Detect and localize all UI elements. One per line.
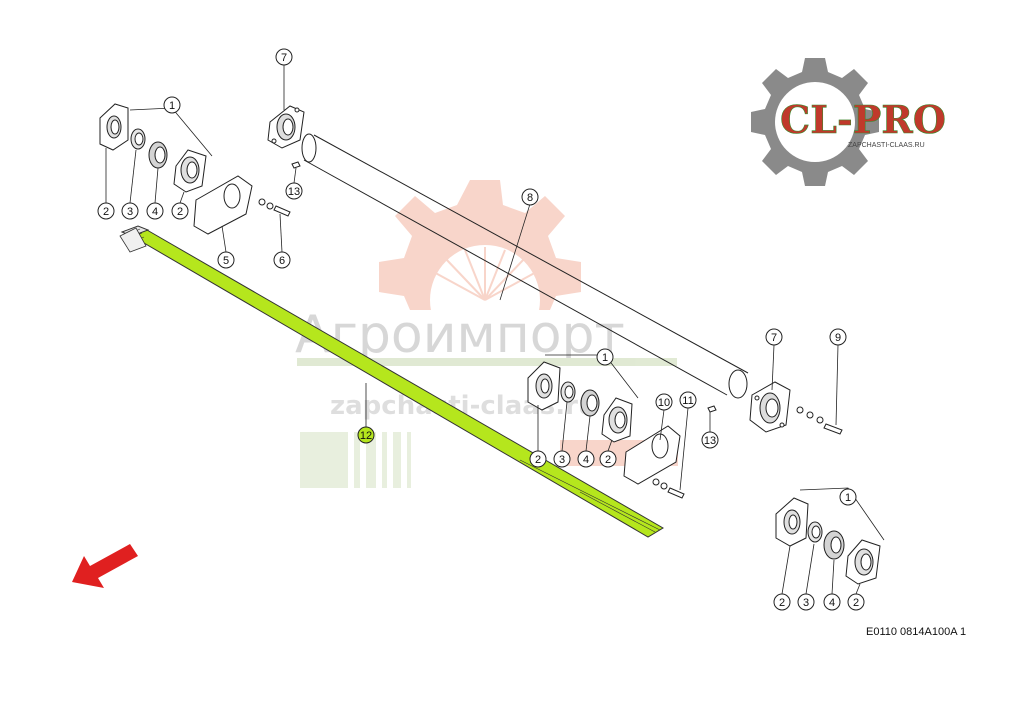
callout-1: 1 [596, 348, 614, 366]
callout-13: 13 [701, 431, 719, 449]
logo-sub-text: ZAPCHASTI-CLAAS.RU [848, 142, 925, 149]
callout-6: 6 [273, 251, 291, 269]
svg-text:2: 2 [779, 597, 785, 609]
svg-text:9: 9 [835, 332, 841, 344]
callout-2: 2 [171, 202, 189, 220]
callout-1: 1 [839, 488, 857, 506]
callout-2: 2 [97, 202, 115, 220]
svg-text:1: 1 [169, 100, 175, 112]
svg-text:8: 8 [527, 192, 533, 204]
callout-4: 4 [577, 450, 595, 468]
callout-13: 13 [285, 182, 303, 200]
watermark-bar-top [297, 358, 677, 366]
cl-pro-logo: CL-PRO ZAPCHASTI-CLAAS.RU [751, 58, 946, 186]
svg-text:13: 13 [288, 186, 300, 198]
bearing-group-bottom-right [775, 497, 881, 585]
callout-3: 3 [797, 593, 815, 611]
svg-text:4: 4 [152, 206, 158, 218]
svg-text:10: 10 [658, 397, 670, 409]
svg-text:2: 2 [535, 454, 541, 466]
callout-5: 5 [217, 251, 235, 269]
svg-text:12: 12 [360, 430, 372, 442]
watermark-rays [429, 247, 541, 301]
callout-2: 2 [847, 593, 865, 611]
svg-text:11: 11 [682, 395, 693, 407]
callout-2: 2 [599, 450, 617, 468]
callout-4: 4 [823, 593, 841, 611]
callout-10: 10 [655, 393, 673, 411]
svg-text:4: 4 [829, 597, 835, 609]
svg-text:3: 3 [559, 454, 565, 466]
bearing-group-top-left [99, 103, 301, 235]
logo-main-text: CL-PRO [780, 97, 946, 142]
svg-text:4: 4 [583, 454, 589, 466]
flange-7-right [749, 381, 791, 433]
svg-text:7: 7 [771, 332, 777, 344]
callout-3: 3 [121, 202, 139, 220]
leader-lines [105, 65, 885, 595]
svg-text:13: 13 [704, 435, 716, 447]
callout-1: 1 [163, 96, 181, 114]
callouts: 1 2 3 4 2 5 6 13 7 8 1 7 9 10 11 13 2 3 … [97, 48, 865, 611]
svg-text:5: 5 [223, 255, 229, 267]
callout-11: 11 [679, 391, 697, 409]
callout-2: 2 [529, 450, 547, 468]
flange-7-top [267, 105, 305, 149]
watermark-barcode [300, 432, 411, 488]
direction-arrow-icon [72, 544, 138, 588]
svg-text:3: 3 [803, 597, 809, 609]
callout-9: 9 [829, 328, 847, 346]
logo-gear-icon [751, 58, 879, 186]
tube-8 [301, 133, 749, 399]
svg-text:1: 1 [845, 492, 851, 504]
callout-2: 2 [773, 593, 791, 611]
diagram-code: E0110 0814A100A 1 [866, 626, 967, 638]
svg-text:3: 3 [127, 206, 133, 218]
callout-7: 7 [275, 48, 293, 66]
callout-12: 12 [357, 426, 375, 444]
callout-4: 4 [146, 202, 164, 220]
callout-8: 8 [521, 188, 539, 206]
svg-text:7: 7 [281, 52, 287, 64]
bearing-group-middle [527, 361, 843, 499]
svg-text:2: 2 [103, 206, 109, 218]
svg-text:2: 2 [605, 454, 611, 466]
svg-text:2: 2 [853, 597, 859, 609]
svg-text:6: 6 [279, 255, 285, 267]
svg-text:1: 1 [602, 352, 608, 364]
callout-7: 7 [765, 328, 783, 346]
callout-3: 3 [553, 450, 571, 468]
svg-text:2: 2 [177, 206, 183, 218]
